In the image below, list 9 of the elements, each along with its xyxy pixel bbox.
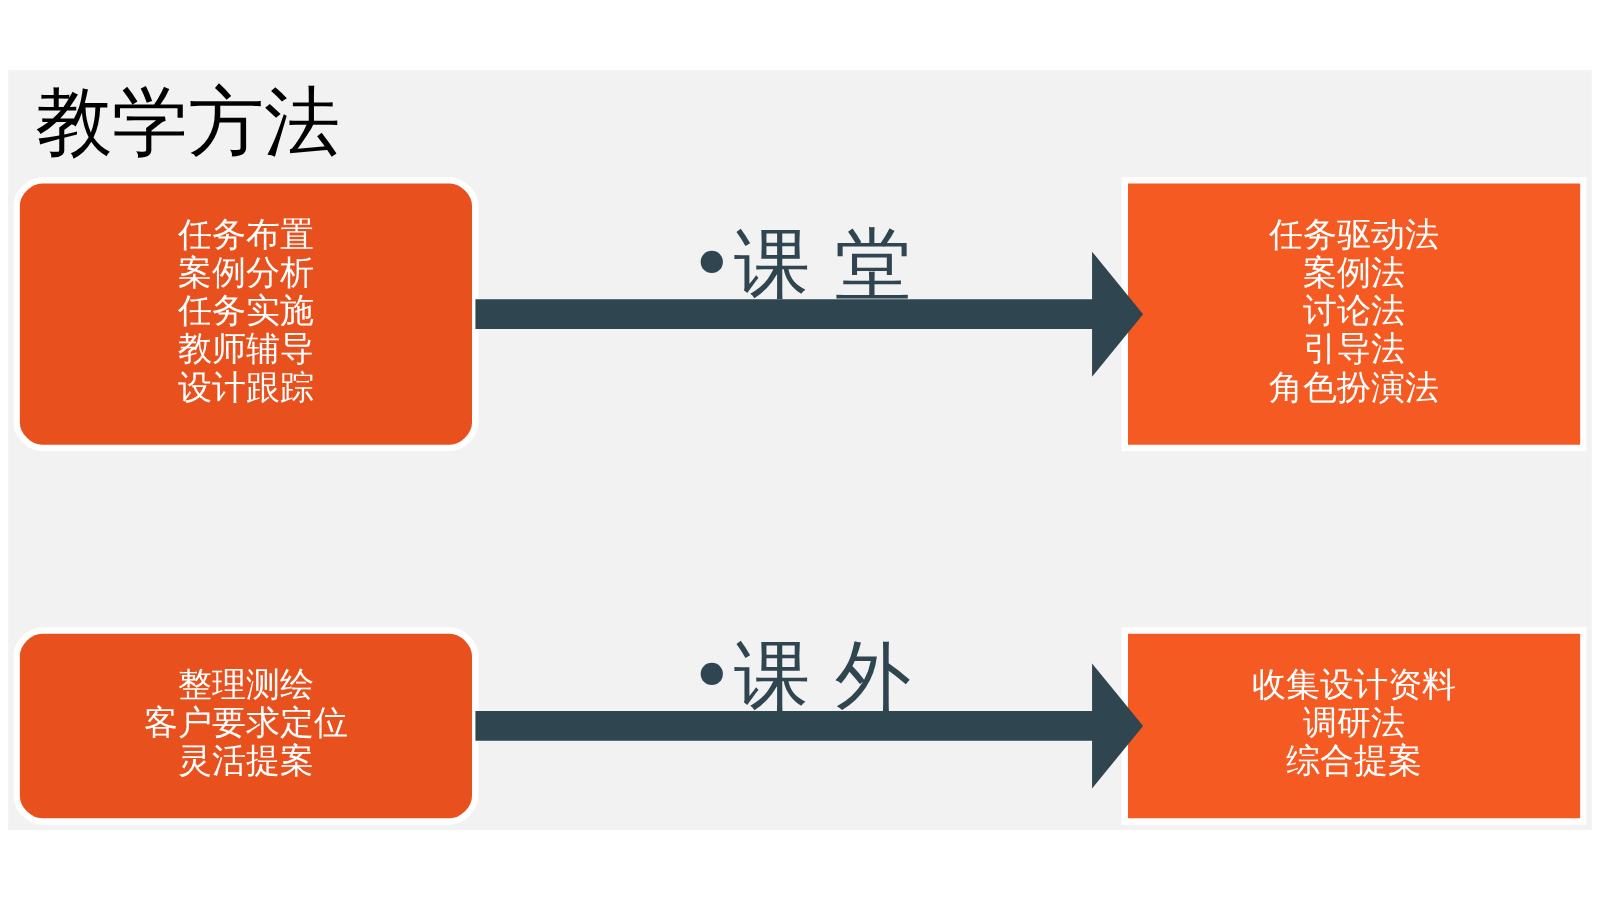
edge-label: •课 外 bbox=[689, 631, 911, 721]
node-box: 整理测绘 客户要求定位 灵活提案 bbox=[13, 627, 479, 825]
node-box: 任务驱动法 案例法 讨论法 引导法 角色扮演法 bbox=[1121, 177, 1587, 452]
node-box: 收集设计资料 调研法 综合提案 bbox=[1121, 627, 1587, 825]
edge-label: •课 堂 bbox=[689, 219, 911, 309]
diagram-title: 教学方法 bbox=[35, 77, 340, 167]
arrow bbox=[475, 251, 1144, 377]
arrow bbox=[475, 663, 1144, 789]
node-box: 任务布置 案例分析 任务实施 教师辅导 设计跟踪 bbox=[13, 177, 479, 452]
